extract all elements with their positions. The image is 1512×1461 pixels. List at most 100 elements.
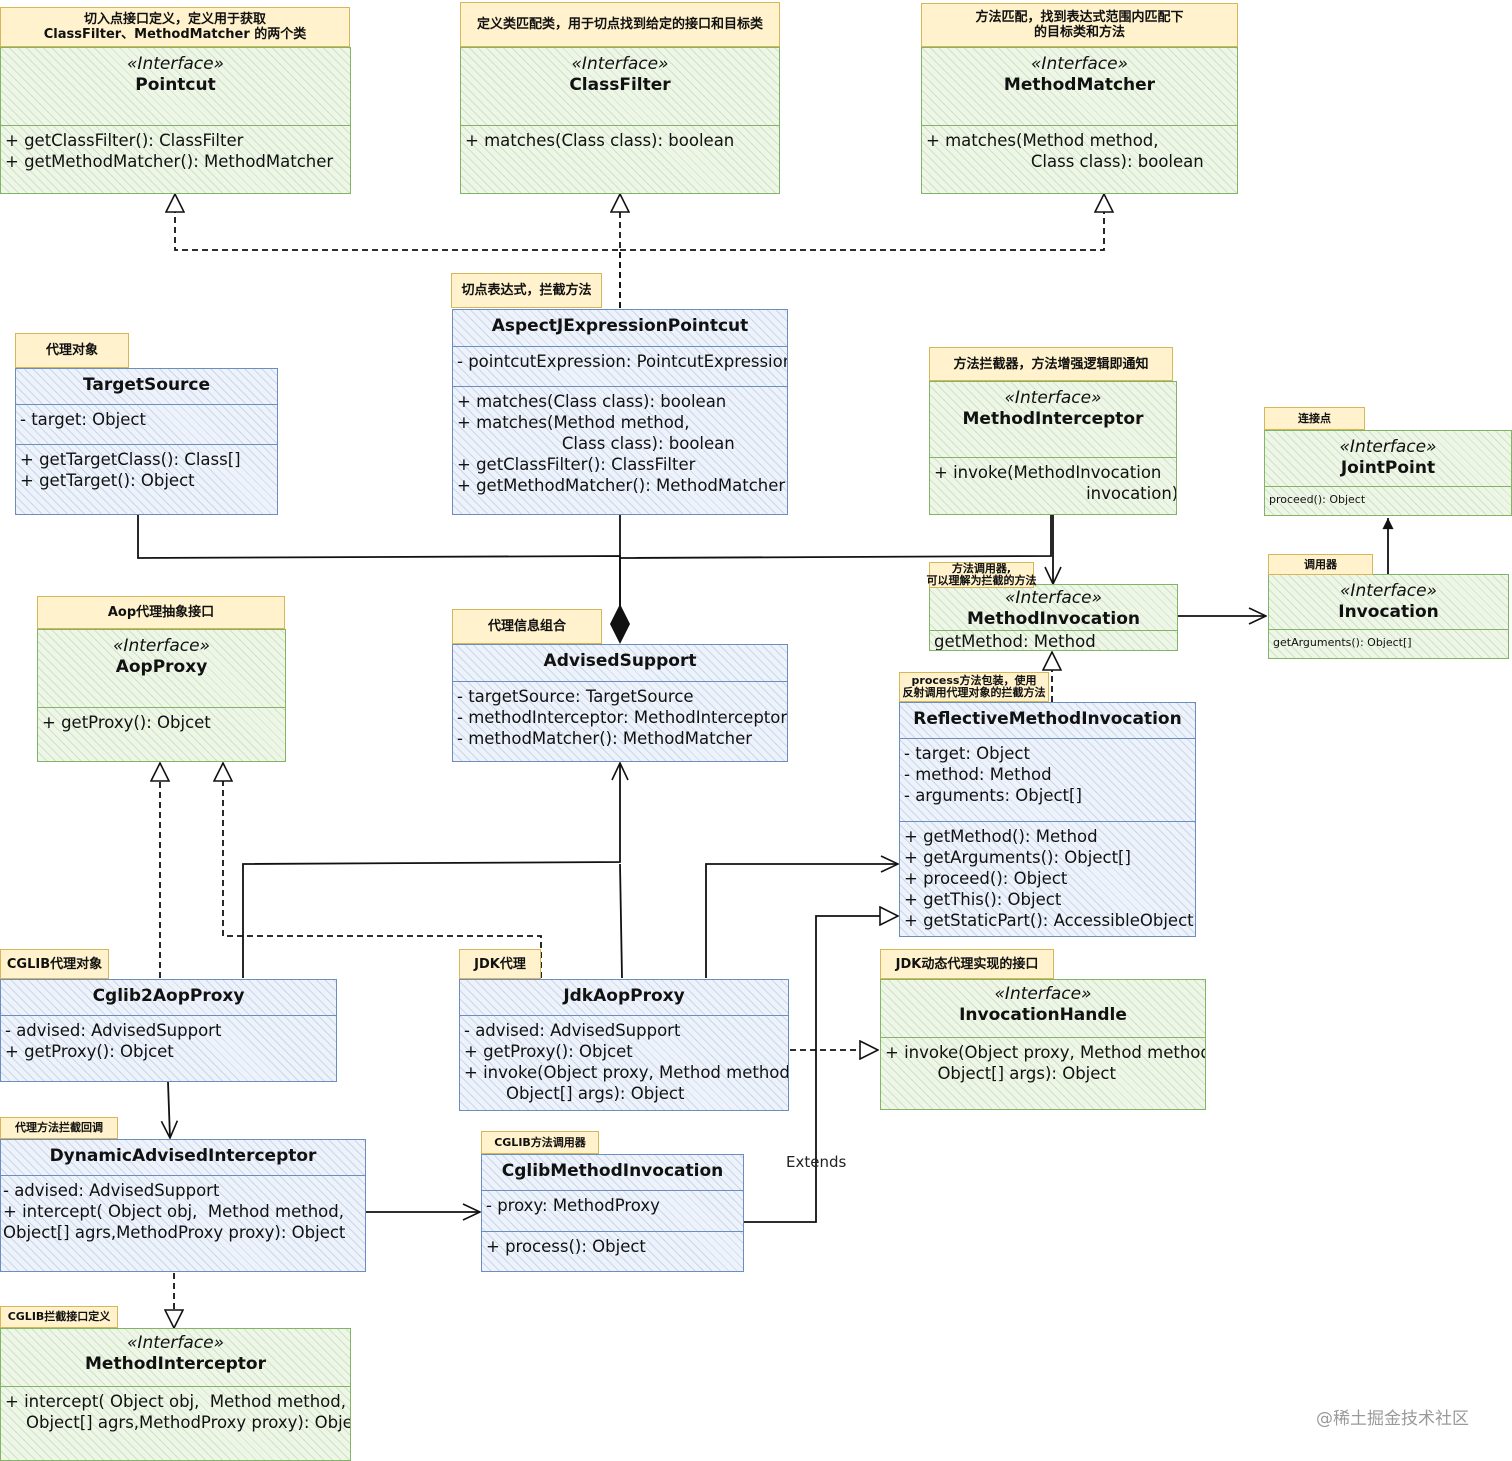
- member: Object[] agrs,MethodProxy proxy): Object: [3, 1223, 346, 1242]
- members-section: - advised: AdvisedSupport + getProxy(): …: [460, 1016, 788, 1108]
- class-header: «Interface» MethodMatcher: [922, 48, 1237, 126]
- note-cglibinvocation: CGLIB方法调用器: [481, 1131, 599, 1154]
- member: + getClassFilter(): ClassFilter: [5, 131, 244, 150]
- class-name: ReflectiveMethodInvocation: [913, 709, 1182, 729]
- class-name: AdvisedSupport: [543, 651, 697, 671]
- member: getMethod: Method: [934, 632, 1096, 651]
- fields-section: - pointcutExpression: PointcutExpression: [453, 347, 787, 387]
- class-header: «Interface» MethodInterceptor: [930, 382, 1176, 458]
- class-header: JdkAopProxy: [460, 980, 788, 1016]
- class-classfilter[interactable]: «Interface» ClassFilter + matches(Class …: [460, 47, 780, 194]
- class-header: ReflectiveMethodInvocation: [900, 703, 1195, 739]
- member: invocation): [934, 484, 1177, 503]
- methods-section: getMethod: Method: [930, 631, 1177, 651]
- class-header: «Interface» InvocationHandle: [881, 980, 1205, 1038]
- class-advisedsupport[interactable]: AdvisedSupport - targetSource: TargetSou…: [452, 644, 788, 762]
- class-jdkaopproxy[interactable]: JdkAopProxy - advised: AdvisedSupport + …: [459, 979, 789, 1111]
- class-header: «Interface» AopProxy: [38, 630, 285, 708]
- methods-section: + getProxy(): Objcet: [38, 708, 285, 737]
- member: + process(): Object: [486, 1237, 646, 1256]
- class-cglibmethodinvocation[interactable]: CglibMethodInvocation - proxy: MethodPro…: [481, 1154, 744, 1272]
- member: + getMethodMatcher(): MethodMatcher: [5, 152, 334, 171]
- edge-aspectj-methodmatcher: [620, 194, 1104, 251]
- member: - pointcutExpression: PointcutExpression: [457, 352, 788, 371]
- member: + matches(Method method,: [926, 131, 1159, 150]
- fields-section: - proxy: MethodProxy: [482, 1191, 743, 1232]
- class-header: «Interface» MethodInterceptor: [1, 1329, 350, 1387]
- member: Object[] agrs,MethodProxy proxy): Object: [5, 1413, 351, 1432]
- note-methodinvocation: 方法调用器, 可以理解为拦截的方法: [926, 562, 1037, 588]
- stereotype: «Interface»: [994, 984, 1092, 1004]
- member: - arguments: Object[]: [904, 786, 1082, 805]
- member: + getProxy(): Objcet: [464, 1042, 633, 1061]
- class-name: CglibMethodInvocation: [501, 1161, 724, 1181]
- class-pointcut[interactable]: «Interface» Pointcut + getClassFilter():…: [0, 47, 351, 194]
- member: + getMethod(): Method: [904, 827, 1098, 846]
- members-section: - advised: AdvisedSupport + getProxy(): …: [1, 1016, 336, 1066]
- class-name: AspectJExpressionPointcut: [491, 316, 749, 336]
- class-name: ClassFilter: [569, 75, 671, 95]
- class-cglib-methodinterceptor[interactable]: «Interface» MethodInterceptor + intercep…: [0, 1328, 351, 1461]
- class-dynamicadvisedinterceptor[interactable]: DynamicAdvisedInterceptor - advised: Adv…: [0, 1139, 366, 1272]
- member: getArguments(): Object[]: [1273, 636, 1412, 649]
- class-name: MethodInvocation: [967, 609, 1140, 629]
- class-name: Cglib2AopProxy: [92, 986, 245, 1006]
- member: - advised: AdvisedSupport: [5, 1021, 222, 1040]
- note-jdkaop: JDK代理: [459, 949, 541, 979]
- class-cglib2aopproxy[interactable]: Cglib2AopProxy - advised: AdvisedSupport…: [0, 979, 337, 1082]
- class-aspectj[interactable]: AspectJExpressionPointcut - pointcutExpr…: [452, 309, 788, 515]
- note-classfilter: 定义类匹配类，用于切点找到给定的接口和目标类: [460, 2, 780, 47]
- class-targetsource[interactable]: TargetSource - target: Object + getTarge…: [15, 368, 278, 515]
- member: + intercept( Object obj, Method method,: [5, 1392, 346, 1411]
- note-advisedsupport: 代理信息组合: [452, 609, 602, 644]
- class-aopproxy[interactable]: «Interface» AopProxy + getProxy(): Objce…: [37, 629, 286, 762]
- member: - targetSource: TargetSource: [457, 687, 694, 706]
- note-targetsource: 代理对象: [15, 333, 129, 368]
- edge-cglib2-dynamic: [168, 1081, 170, 1138]
- member: + getThis(): Object: [904, 890, 1062, 909]
- stereotype: «Interface»: [126, 54, 225, 74]
- member: Object[] args): Object: [885, 1064, 1116, 1083]
- fields-section: - target: Object: [16, 405, 277, 445]
- member: - method: Method: [904, 765, 1052, 784]
- edge-label-extends: Extends: [786, 1153, 847, 1171]
- methods-section: + intercept( Object obj, Method method, …: [1, 1387, 350, 1437]
- edge-jdk-advised: [619, 863, 623, 979]
- note-cglib2: CGLIB代理对象: [0, 949, 109, 979]
- class-reflective[interactable]: ReflectiveMethodInvocation - target: Obj…: [899, 702, 1196, 937]
- class-methodmatcher[interactable]: «Interface» MethodMatcher + matches(Meth…: [921, 47, 1238, 194]
- class-invocationhandle[interactable]: «Interface» InvocationHandle + invoke(Ob…: [880, 979, 1206, 1110]
- class-methodinvocation[interactable]: «Interface» MethodInvocation getMethod: …: [929, 584, 1178, 651]
- methods-section: + invoke(MethodInvocation invocation): [930, 458, 1176, 508]
- class-jointpoint[interactable]: «Interface» JointPoint proceed(): Object: [1264, 430, 1512, 516]
- methods-section: + process(): Object: [482, 1232, 743, 1261]
- class-name: InvocationHandle: [959, 1005, 1127, 1025]
- class-methodinterceptor[interactable]: «Interface» MethodInterceptor + invoke(M…: [929, 381, 1177, 515]
- edge-jdk-reflective: [705, 864, 898, 978]
- note-pointcut: 切入点接口定义，定义用于获取 ClassFilter、MethodMatcher…: [0, 7, 350, 47]
- methods-section: + getMethod(): Method + getArguments(): …: [900, 822, 1195, 935]
- class-header: «Interface» MethodInvocation: [930, 585, 1177, 631]
- note-aopproxy: Aop代理抽象接口: [37, 596, 285, 629]
- class-header: DynamicAdvisedInterceptor: [1, 1140, 365, 1176]
- note-jointpoint: 连接点: [1264, 407, 1365, 430]
- member: + matches(Method method,: [457, 413, 690, 432]
- class-header: «Interface» JointPoint: [1265, 431, 1511, 487]
- fields-section: - target: Object - method: Method - argu…: [900, 739, 1195, 822]
- methods-section: proceed(): Object: [1265, 487, 1511, 511]
- class-invocation[interactable]: «Interface» Invocation getArguments(): O…: [1268, 574, 1509, 659]
- member: + getMethodMatcher(): MethodMatcher: [457, 476, 786, 495]
- stereotype: «Interface»: [1339, 437, 1437, 457]
- class-name: Pointcut: [135, 75, 216, 95]
- note-dynamic: 代理方法拦截回调: [0, 1117, 118, 1139]
- member: - methodInterceptor: MethodInterceptor: [457, 708, 788, 727]
- class-header: AdvisedSupport: [453, 645, 787, 682]
- class-header: TargetSource: [16, 369, 277, 405]
- edge-aspectj-pointcut: [175, 194, 621, 308]
- member: Class class): boolean: [457, 434, 735, 453]
- member: - advised: AdvisedSupport: [3, 1181, 220, 1200]
- member: + getTargetClass(): Class[]: [20, 450, 241, 469]
- class-header: «Interface» Pointcut: [1, 48, 350, 126]
- member: + getStaticPart(): AccessibleObject: [904, 911, 1194, 930]
